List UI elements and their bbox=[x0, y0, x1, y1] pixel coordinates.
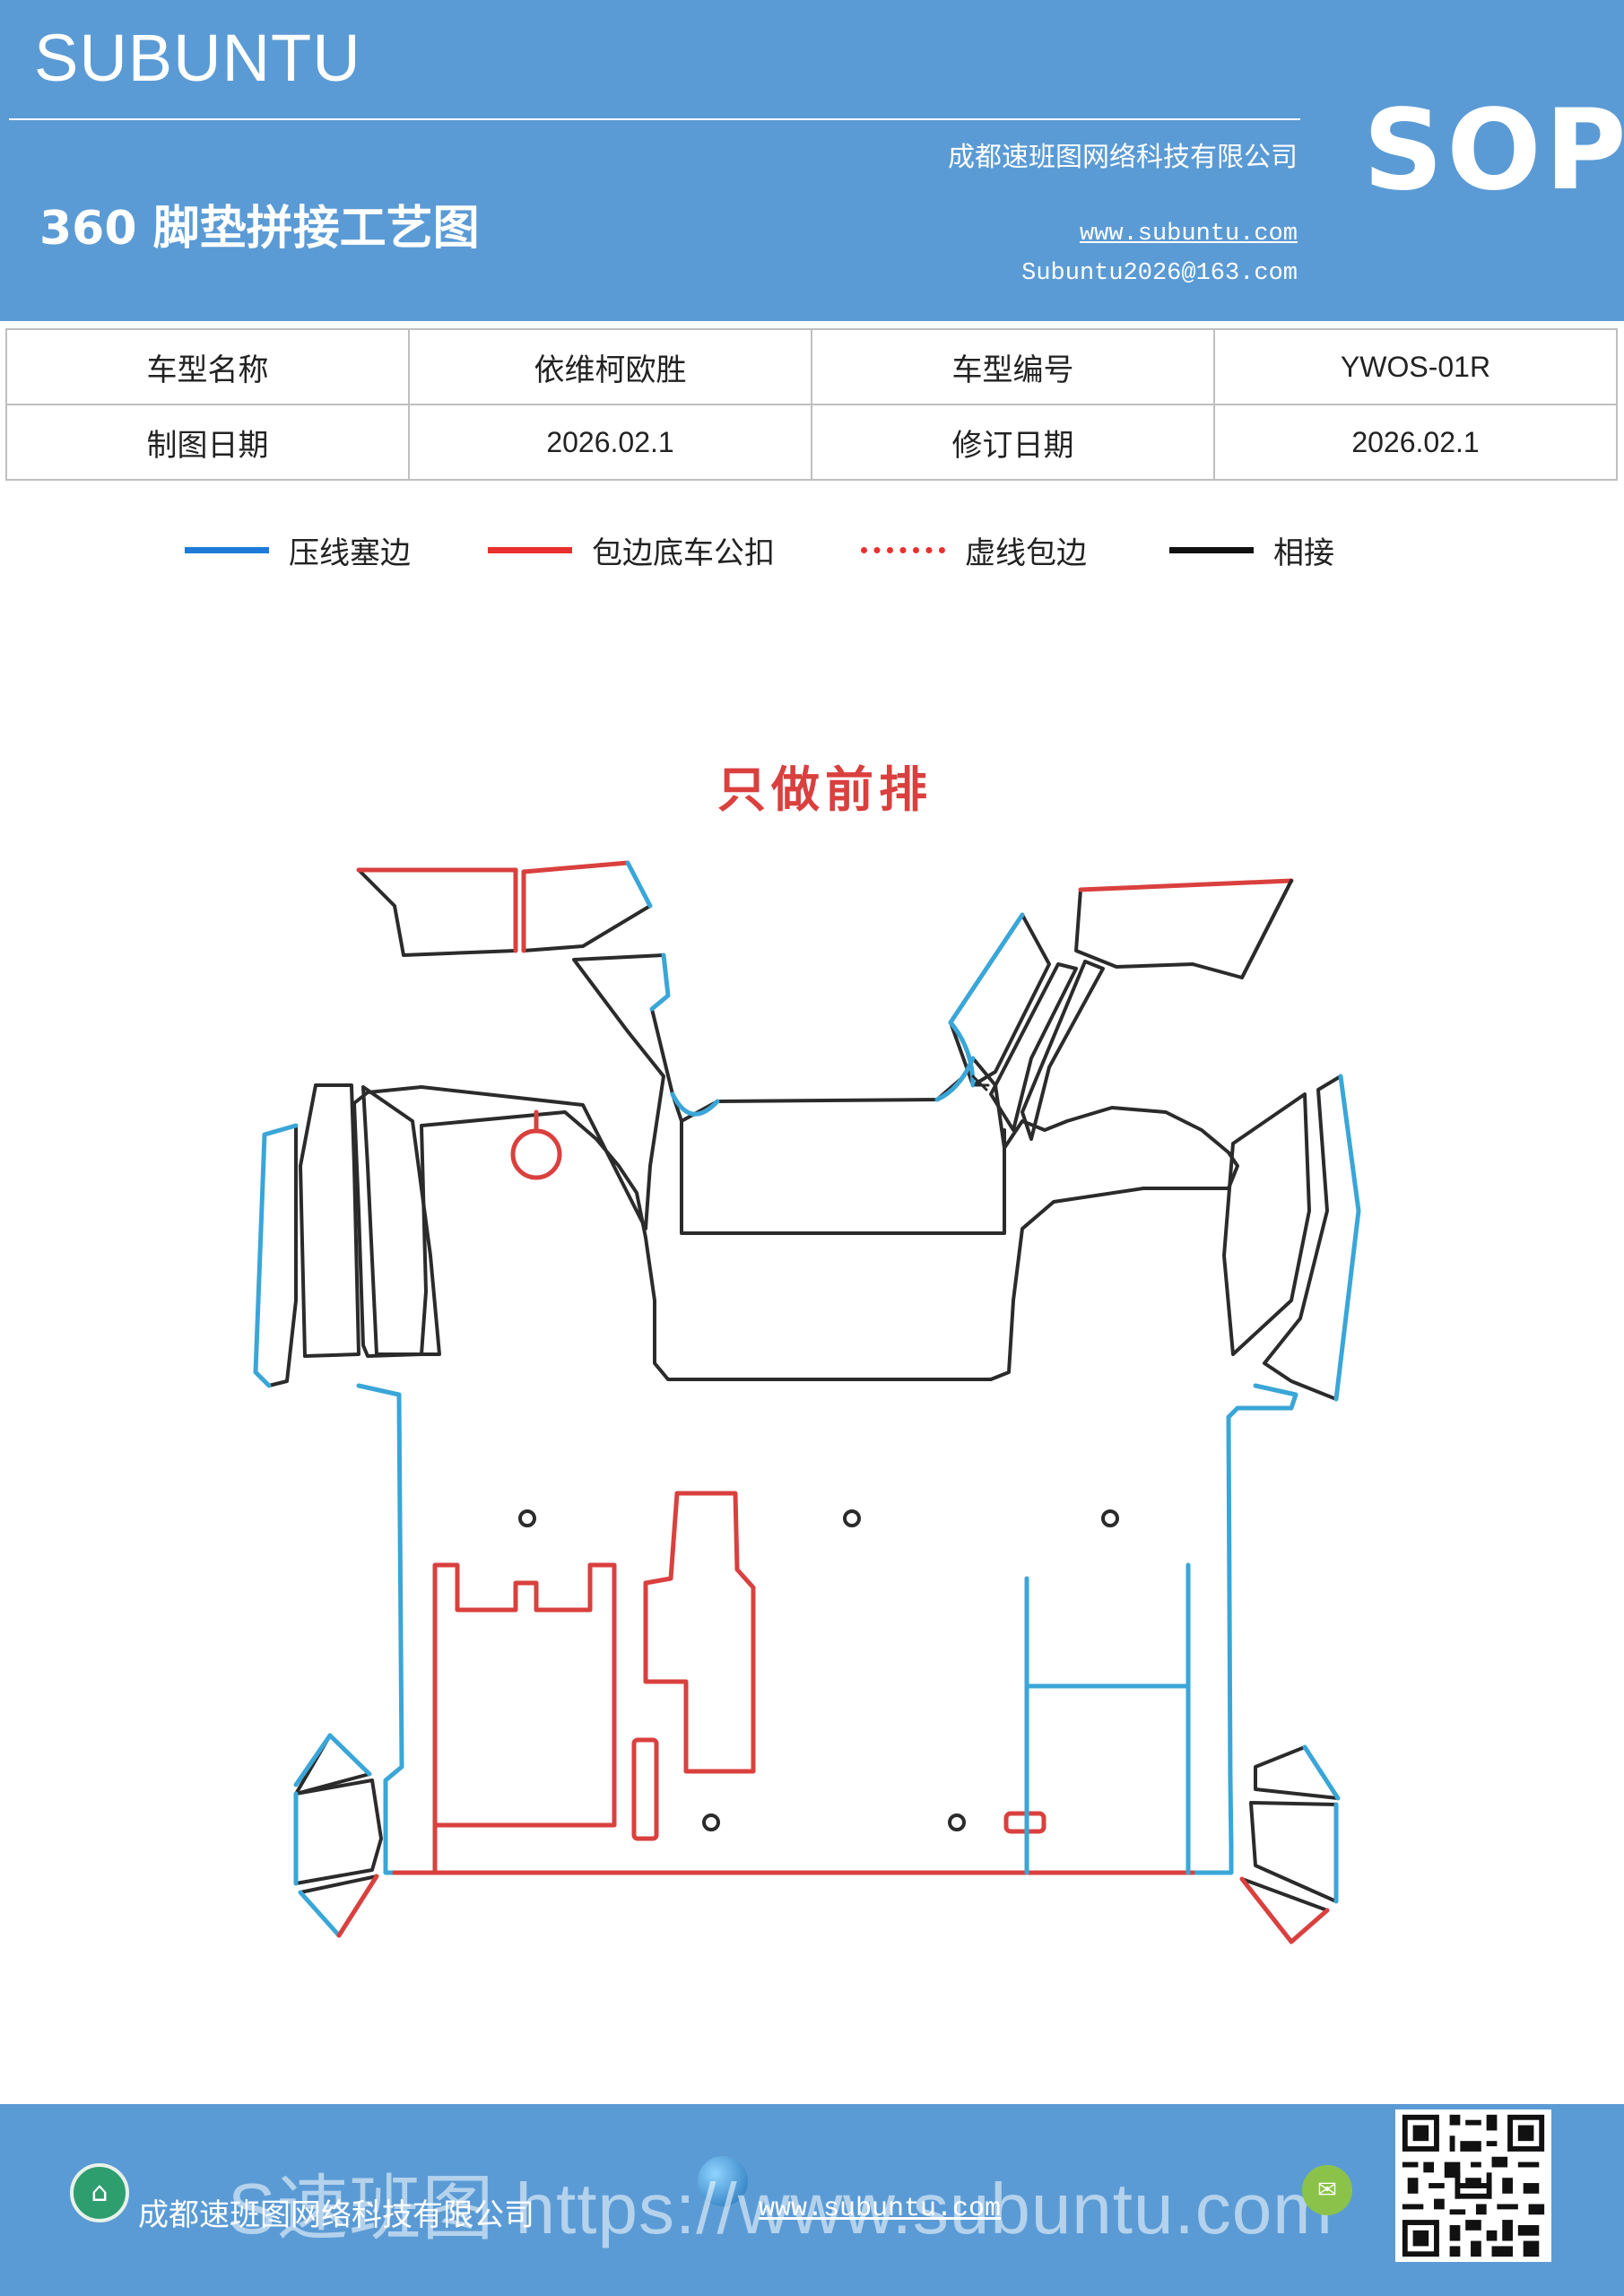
legend-label: 相接 bbox=[1273, 535, 1334, 571]
model-code-value: YWOS-01R bbox=[1213, 328, 1618, 405]
legend-swatch-red-dotted bbox=[861, 546, 945, 553]
legend-item-dashed-binding: 虚线包边 bbox=[861, 527, 1087, 572]
footer-banner bbox=[0, 2104, 1624, 2296]
blue-seam-lines bbox=[1024, 1562, 1191, 1875]
globe-icon bbox=[698, 2156, 748, 2206]
legend-item-joint: 相接 bbox=[1169, 527, 1334, 572]
wechat-icon: ✉ bbox=[1302, 2165, 1352, 2215]
legend-label: 包边底车公扣 bbox=[592, 535, 775, 571]
website-link[interactable]: www.subuntu.com bbox=[1079, 221, 1298, 248]
center-console-mat bbox=[352, 952, 1239, 1381]
company-building-icon: ⌂ bbox=[70, 2163, 129, 2222]
header-divider bbox=[9, 118, 1300, 120]
draw-date-value: 2026.02.1 bbox=[408, 404, 812, 481]
footer-website-link[interactable]: www.subuntu.com bbox=[759, 2194, 1002, 2224]
model-code-label: 车型编号 bbox=[811, 328, 1215, 405]
top-left-mat-pieces bbox=[356, 860, 653, 957]
document-title: 360 脚垫拼接工艺图 bbox=[39, 202, 480, 256]
footer-watermark: S速班图 https://www.subuntu.com bbox=[228, 2169, 1333, 2248]
legend-label: 虚线包边 bbox=[965, 535, 1087, 571]
left-side-mat-pieces bbox=[253, 1083, 441, 1388]
table-row: 制图日期 2026.02.1 修订日期 2026.02.1 bbox=[5, 404, 1618, 481]
top-right-mat-pieces bbox=[948, 878, 1294, 1141]
model-name-value: 依维柯欧胜 bbox=[408, 328, 812, 405]
qr-code-icon bbox=[1395, 2109, 1551, 2262]
legend-swatch-black bbox=[1169, 546, 1254, 553]
draw-date-label: 制图日期 bbox=[5, 404, 410, 481]
legend-item-press-line: 压线塞边 bbox=[185, 527, 411, 572]
company-name: 成都速班图网络科技有限公司 bbox=[948, 142, 1298, 173]
legend-swatch-red bbox=[488, 546, 572, 553]
header-banner bbox=[0, 0, 1624, 321]
main-floor-mat bbox=[356, 1383, 1298, 1875]
revision-date-value: 2026.02.1 bbox=[1213, 404, 1618, 481]
bottom-left-mat-pieces bbox=[293, 1733, 383, 1938]
bottom-right-mat-pieces bbox=[1239, 1744, 1341, 1944]
email-address: Subuntu2026@163.com bbox=[1021, 260, 1298, 287]
model-name-label: 车型名称 bbox=[5, 328, 410, 405]
legend-item-edge-binding: 包边底车公扣 bbox=[488, 527, 775, 572]
front-row-only-note: 只做前排 bbox=[717, 761, 933, 818]
vehicle-info-table: 车型名称 依维柯欧胜 车型编号 YWOS-01R 制图日期 2026.02.1 … bbox=[5, 328, 1618, 481]
legend-label: 压线塞边 bbox=[289, 535, 411, 571]
revision-date-label: 修订日期 bbox=[811, 404, 1215, 481]
sop-badge: SOP bbox=[1363, 86, 1624, 215]
right-side-mat-pieces bbox=[1222, 1074, 1361, 1402]
table-row: 车型名称 依维柯欧胜 车型编号 YWOS-01R bbox=[5, 328, 1618, 405]
legend-swatch-blue bbox=[185, 546, 269, 553]
brand-logo-text: SUBUNTU bbox=[34, 21, 361, 95]
footer-company-name: 成都速班图网络科技有限公司 bbox=[138, 2197, 534, 2233]
